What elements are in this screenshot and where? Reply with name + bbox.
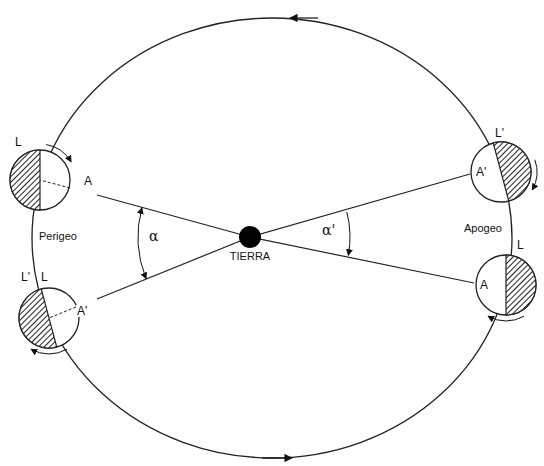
orbit-arrow bbox=[262, 457, 292, 458]
sight-line bbox=[250, 237, 474, 283]
orbit bbox=[32, 18, 512, 458]
moon-disc bbox=[10, 150, 70, 210]
point-label: A bbox=[83, 175, 93, 187]
earth-dot bbox=[239, 226, 261, 248]
sight-line bbox=[40, 180, 70, 188]
moon-disc bbox=[476, 255, 536, 315]
sight-line bbox=[250, 174, 470, 237]
moon bbox=[19, 288, 79, 354]
moon bbox=[10, 145, 71, 210]
moon-disc bbox=[19, 288, 79, 348]
point-label: A' bbox=[475, 166, 487, 178]
orbit-arrow bbox=[290, 17, 318, 18]
angle-arc bbox=[347, 212, 350, 255]
dark-half bbox=[19, 289, 57, 348]
dark-half bbox=[506, 255, 536, 315]
point-label: L' bbox=[494, 127, 505, 139]
point-label: L bbox=[14, 136, 23, 148]
point-label: L bbox=[40, 271, 49, 283]
rotation-arrow bbox=[46, 145, 71, 162]
point-label: L bbox=[516, 239, 525, 251]
dark-half bbox=[10, 150, 40, 210]
angle-label: α bbox=[148, 229, 159, 243]
moon bbox=[471, 142, 537, 202]
position-label: Perigeo bbox=[38, 231, 78, 242]
earth-dot bbox=[239, 226, 261, 248]
point-label: A' bbox=[76, 305, 88, 317]
point-label: L' bbox=[20, 271, 31, 283]
sight-line bbox=[97, 195, 250, 237]
earth-node: TIERRA bbox=[230, 226, 270, 262]
point-label: A bbox=[479, 279, 489, 291]
sight-line bbox=[49, 307, 76, 318]
angle-arc bbox=[138, 208, 146, 279]
rotation-arrow bbox=[532, 160, 537, 190]
dark-half bbox=[493, 142, 531, 201]
sight-line bbox=[97, 237, 250, 299]
moon-disc bbox=[471, 142, 531, 202]
moon bbox=[476, 255, 536, 321]
rotation-arrow bbox=[488, 316, 524, 321]
node-label: TIERRA bbox=[230, 250, 270, 262]
rotation-arrow bbox=[31, 349, 67, 354]
position-label: Apogeo bbox=[463, 223, 503, 234]
angle-label: α' bbox=[321, 223, 336, 237]
